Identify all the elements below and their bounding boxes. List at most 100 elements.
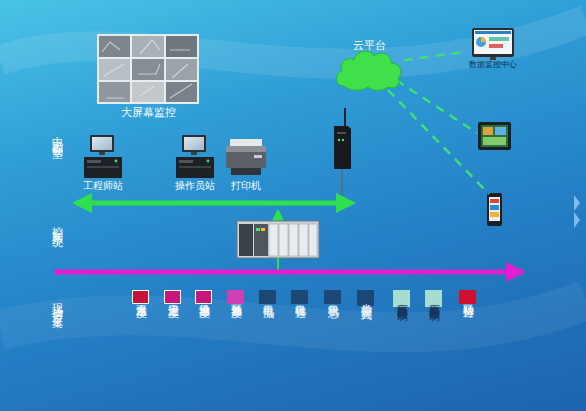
monitor-screen — [474, 30, 512, 54]
printer-top — [226, 146, 266, 152]
signal-box: 水泵温度 — [132, 290, 149, 304]
signal-name: 水泵温度 — [134, 295, 148, 299]
video-detail — [102, 40, 192, 98]
signal-name: 电机状态 — [326, 295, 340, 299]
tablet — [478, 122, 511, 150]
cloud-label: 云平台 — [334, 38, 404, 53]
plc-cpu — [254, 224, 268, 256]
video-tile — [166, 36, 197, 57]
server-slot — [87, 166, 119, 168]
station-node: 工程师站 — [76, 133, 130, 193]
router-link — [341, 169, 343, 201]
video-tile — [132, 36, 164, 57]
monitor — [182, 135, 206, 152]
server-led — [115, 160, 118, 163]
background-wave — [0, 20, 586, 64]
screen-bar — [489, 37, 509, 41]
signal-box: 电机状态 — [324, 290, 341, 304]
printer-body — [226, 146, 266, 168]
control-room-bus — [76, 201, 352, 206]
field-bus — [54, 270, 522, 275]
screen-chart — [481, 37, 486, 42]
gateway-router — [334, 108, 351, 201]
router-led — [338, 139, 340, 141]
server-led — [207, 160, 210, 163]
section-label: 现场信号采集 — [50, 294, 64, 312]
device-label: 工程师站 — [76, 179, 130, 193]
router-slot — [337, 132, 346, 134]
signal-box: 高压断路器控制 — [393, 290, 410, 307]
cloud-node: 云平台 — [334, 38, 404, 92]
section-label: 控制系统 — [50, 218, 64, 230]
signal-name: 轴承温度 — [197, 295, 211, 299]
video-tile — [132, 82, 164, 102]
signal-name: 定子温度 — [166, 295, 180, 299]
signal-name: 当前控制方式 — [359, 295, 373, 301]
monitor-screen — [184, 137, 204, 150]
tablet-tile — [495, 127, 506, 135]
signal-box: 电机转速 — [291, 290, 308, 304]
signal-name: 轴瓦温度 — [229, 295, 243, 299]
monitor-screen — [92, 137, 112, 150]
monitor-stand — [191, 152, 197, 155]
printer-tray — [231, 168, 261, 175]
tablet-body — [478, 122, 511, 150]
signal-box: 轴瓦温度 — [227, 290, 244, 304]
plc-module — [289, 224, 298, 256]
antenna — [344, 108, 346, 126]
plc-module — [279, 224, 288, 256]
router-led — [342, 139, 344, 141]
server-box — [176, 157, 214, 178]
phone-tile — [490, 199, 499, 203]
monitor-stand — [490, 57, 496, 60]
signal-box: 电机电流 — [259, 290, 276, 304]
plc-downlink — [277, 258, 279, 270]
plc-uplink — [277, 211, 280, 221]
section-label: 中央控制室 — [50, 127, 64, 142]
video-tile — [99, 82, 130, 102]
signal-name: 高压变频器控制 — [427, 295, 441, 302]
operator-workstation — [176, 135, 214, 178]
signal-name: 电机转速 — [293, 295, 307, 299]
signal-name: 高压断路器控制 — [395, 295, 409, 302]
signal-box: 联动运行 — [459, 290, 476, 304]
monitor — [472, 28, 514, 57]
printer-paper — [230, 139, 262, 147]
phone-body — [487, 193, 502, 226]
video-tile — [132, 59, 164, 80]
plc-power — [239, 224, 253, 256]
plc-rail — [237, 221, 319, 258]
monitor-stand — [99, 152, 105, 155]
plc-module — [309, 224, 317, 256]
server-slot — [87, 160, 101, 163]
plc-rack — [237, 211, 319, 270]
device-label: 数据监控中心 — [466, 59, 520, 70]
router-body — [334, 126, 351, 169]
printer — [226, 139, 266, 175]
station-node: 操作员站 — [168, 133, 222, 193]
phone-tile — [490, 212, 499, 217]
smartphone — [487, 193, 502, 226]
wireless-link — [396, 80, 477, 133]
phone-screen — [489, 197, 500, 221]
signal-name: 电机电流 — [261, 295, 275, 299]
tablet-tile — [483, 137, 506, 145]
server-slot — [179, 160, 193, 163]
device-label: 打印机 — [222, 179, 270, 193]
video-tile — [166, 82, 197, 102]
printer-panel — [254, 155, 262, 158]
signal-box: 定子温度 — [164, 290, 181, 304]
decor-chevron — [574, 195, 580, 228]
data-center-monitor — [472, 28, 514, 60]
video-wall-node: 大屏幕监控 — [94, 32, 202, 120]
monitor — [90, 135, 114, 152]
signal-box: 轴承温度 — [195, 290, 212, 304]
screen-chart — [476, 37, 486, 47]
video-wall — [97, 34, 199, 104]
plc-led — [261, 228, 265, 231]
background-wave — [0, 300, 586, 332]
engineer-workstation — [84, 135, 122, 178]
tablet-screen — [481, 125, 508, 147]
monitor-node: 数据监控中心 — [466, 26, 520, 70]
